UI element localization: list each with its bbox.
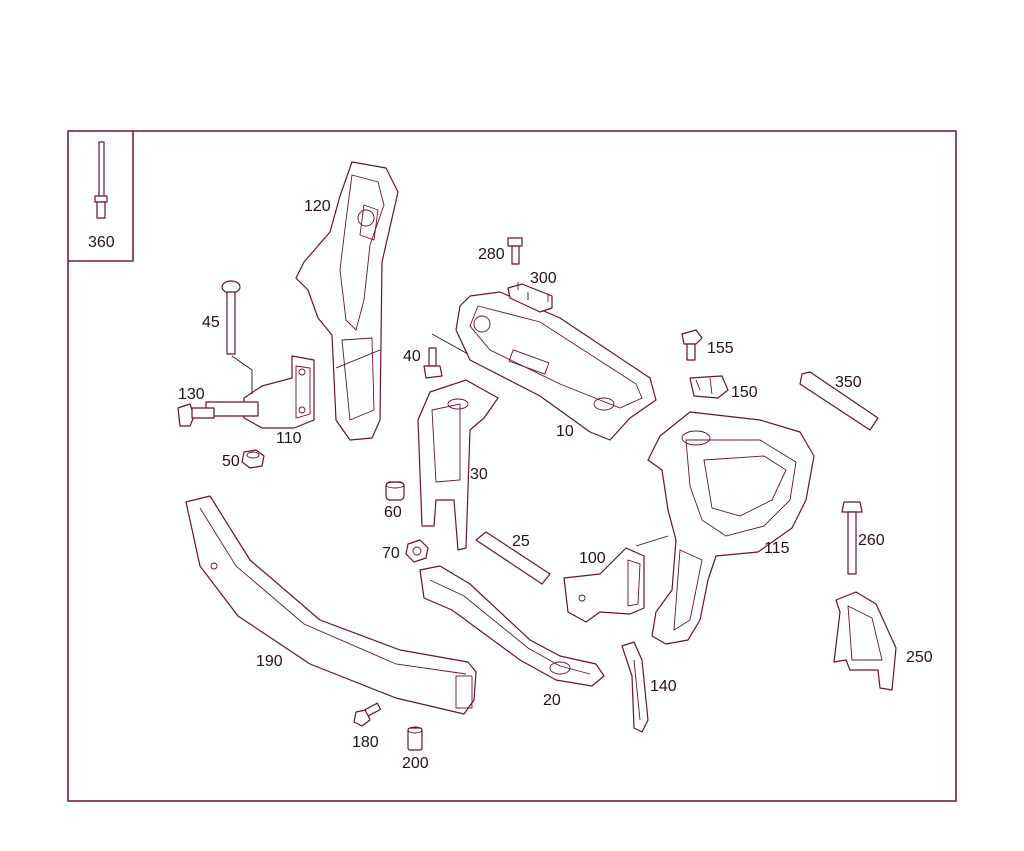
label-70: 70 [382, 545, 400, 562]
part-180-bolt [353, 702, 382, 727]
part-360-rivet [94, 141, 108, 219]
label-300: 300 [530, 270, 557, 287]
part-100-bracket [563, 547, 645, 623]
label-155: 155 [707, 340, 734, 357]
label-150: 150 [731, 384, 758, 401]
part-110-bracket [205, 355, 315, 429]
part-40-bolt [423, 347, 443, 379]
label-100: 100 [579, 550, 606, 567]
label-200: 200 [402, 755, 429, 772]
part-190-bumper-beam [185, 495, 477, 715]
label-350: 350 [835, 374, 862, 391]
leader-lines [231, 292, 669, 547]
part-25-tube [475, 531, 551, 585]
label-130: 130 [178, 386, 205, 403]
label-40: 40 [403, 348, 421, 365]
part-120-upper-strut [295, 161, 399, 441]
part-50-nut [241, 449, 265, 469]
part-300-clip [507, 282, 553, 313]
label-260: 260 [858, 532, 885, 549]
label-115: 115 [764, 540, 790, 557]
part-130-bolt [177, 403, 215, 427]
label-25: 25 [512, 533, 530, 550]
label-50: 50 [222, 453, 240, 470]
part-140-strut [621, 641, 649, 733]
part-10-cross-member [455, 291, 657, 441]
part-45-bolt [221, 280, 241, 355]
label-45: 45 [202, 314, 220, 331]
label-120: 120 [304, 198, 331, 215]
label-180: 180 [352, 734, 379, 751]
label-20: 20 [543, 692, 561, 709]
label-110: 110 [276, 430, 302, 447]
label-140: 140 [650, 678, 677, 695]
label-250: 250 [906, 649, 933, 666]
part-150-clip [689, 375, 729, 399]
part-155-bolt [681, 329, 703, 361]
part-60-grommet [385, 481, 405, 501]
diagram-frame [67, 130, 957, 802]
part-labels: 360 120 45 130 110 50 280 300 40 10 155 … [88, 198, 933, 772]
label-360: 360 [88, 234, 115, 251]
part-20-lower-member [419, 565, 605, 687]
part-350-strip [799, 371, 879, 431]
part-200-sleeve [407, 726, 423, 751]
part-260-bolt [841, 501, 863, 575]
inset-box [68, 131, 134, 262]
part-30-bracket [417, 379, 499, 551]
label-60: 60 [384, 504, 402, 521]
label-30: 30 [470, 466, 488, 483]
part-280-bolt [507, 237, 523, 265]
label-280: 280 [478, 246, 505, 263]
label-190: 190 [256, 653, 283, 670]
part-115-side-strut [647, 411, 815, 645]
part-250-bracket [833, 591, 897, 691]
part-70-nut [405, 539, 429, 563]
label-10: 10 [556, 423, 574, 440]
